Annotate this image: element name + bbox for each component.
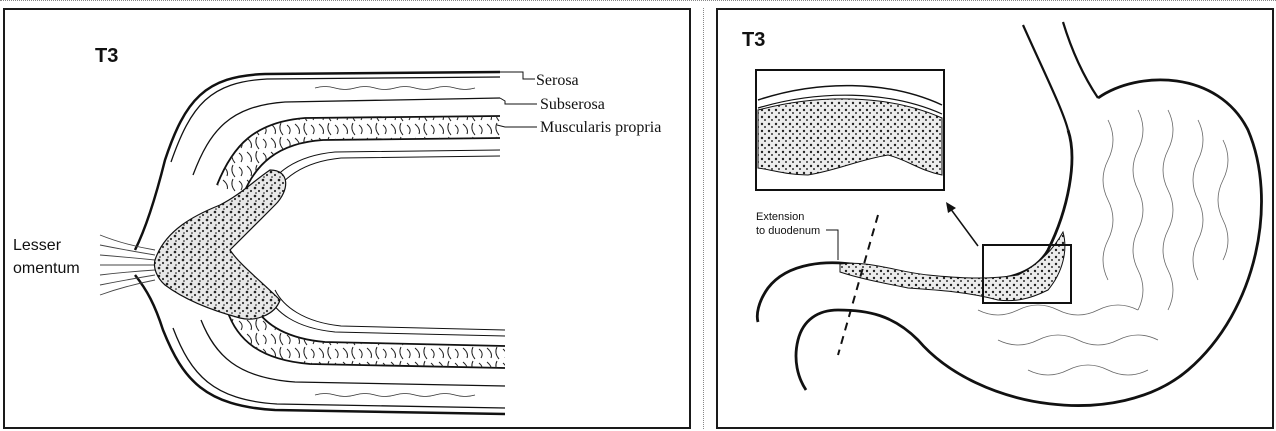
stomach-illustration: T3 bbox=[718, 10, 1276, 431]
lesser-omentum-label-line2: omentum bbox=[13, 260, 80, 277]
muscularis-propria-label: Muscularis propria bbox=[540, 119, 661, 136]
lesser-omentum-label-line1: Lesser bbox=[13, 237, 62, 254]
gastric-wall-illustration: T3 bbox=[5, 10, 693, 431]
right-panel-stomach-diagram: T3 bbox=[716, 8, 1274, 429]
top-dotted-border bbox=[0, 0, 1276, 1]
tumor-mass bbox=[154, 170, 285, 319]
gastric-rugae bbox=[978, 110, 1228, 375]
zoom-arrow bbox=[946, 202, 978, 246]
extension-label-line2: to duodenum bbox=[756, 225, 820, 237]
extension-label-line1: Extension bbox=[756, 211, 804, 223]
lesser-omentum-fibers bbox=[100, 235, 155, 295]
stage-label-t3-right: T3 bbox=[742, 29, 765, 51]
serosa-label: Serosa bbox=[536, 72, 579, 89]
panel-divider bbox=[703, 8, 704, 429]
extension-leader-line bbox=[826, 230, 838, 260]
pylorus-dashed-line bbox=[838, 215, 878, 355]
layer-leader-lines bbox=[495, 72, 537, 127]
esophagus bbox=[1023, 22, 1098, 130]
inset-zoom bbox=[756, 70, 944, 190]
left-panel-gastric-wall-cross-section: T3 bbox=[3, 8, 691, 429]
subserosa-label: Subserosa bbox=[540, 96, 605, 113]
stage-label-t3-left: T3 bbox=[95, 45, 118, 67]
